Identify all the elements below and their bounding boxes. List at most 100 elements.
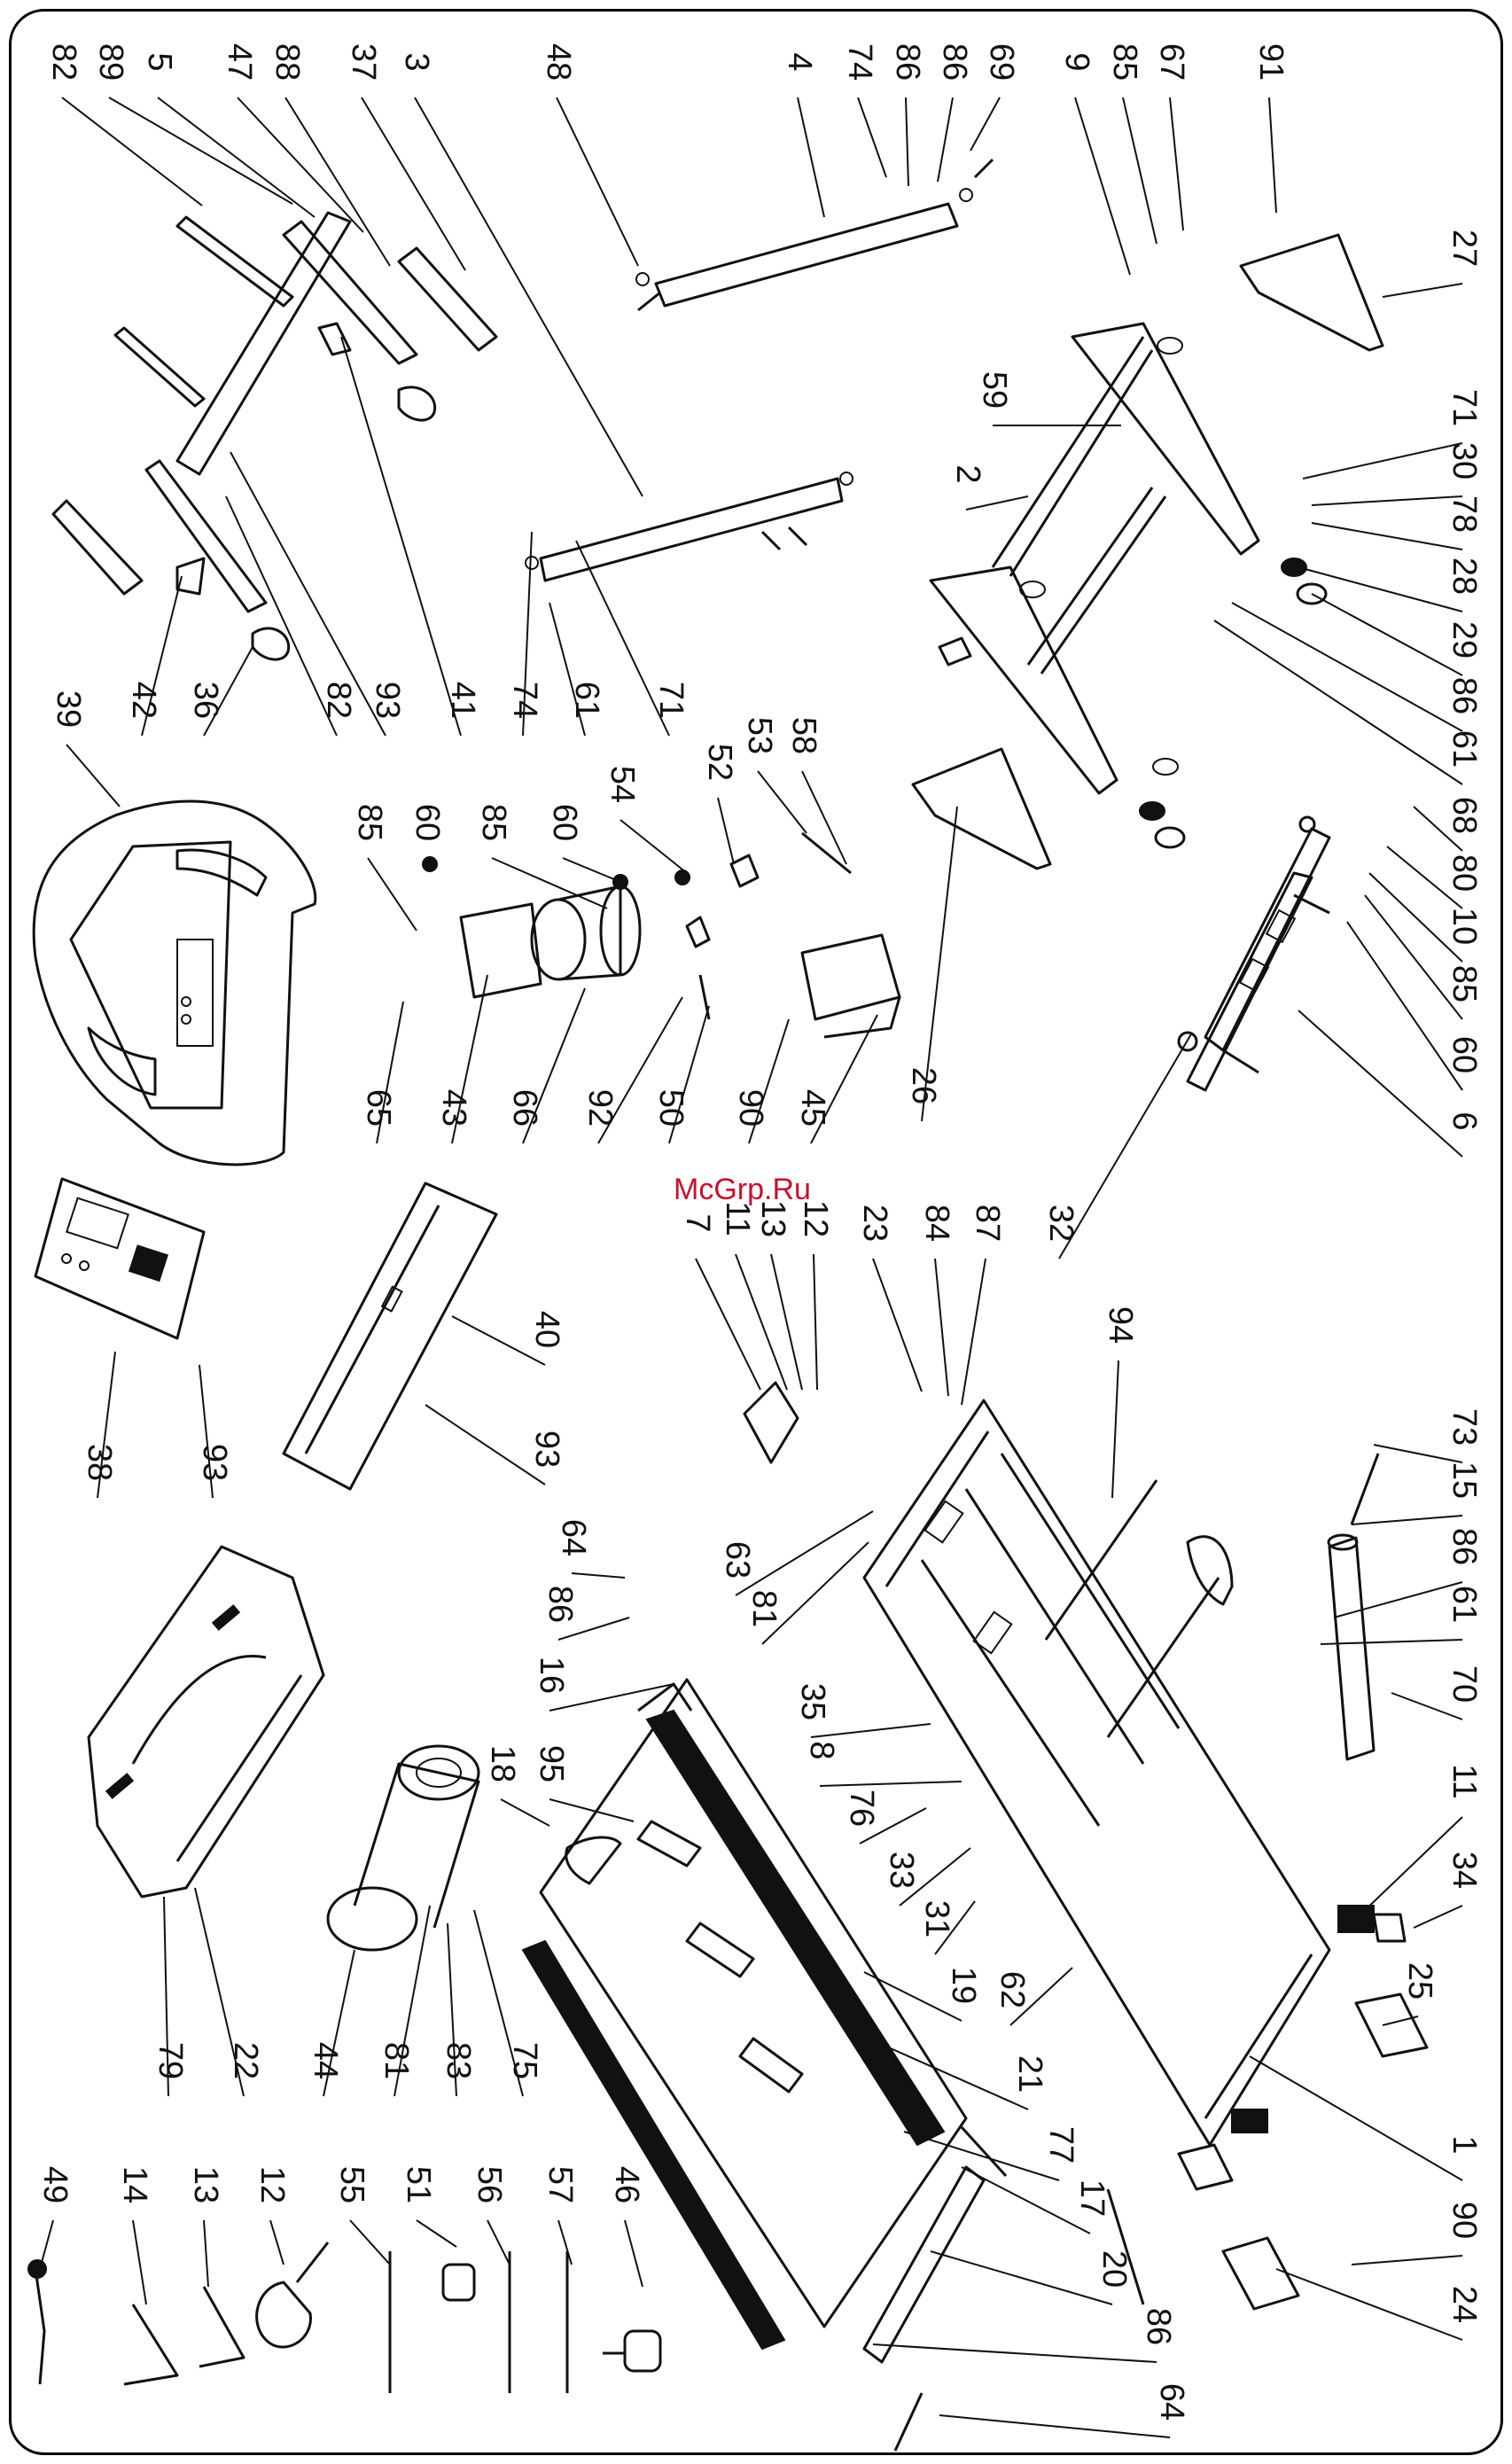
callout-41: 41: [340, 336, 481, 737]
callout-93: 93: [230, 451, 406, 737]
callout-42: 42: [125, 575, 183, 737]
leader-line: [66, 744, 121, 807]
callout-3: 3: [398, 52, 643, 497]
part-number: 76: [843, 1790, 880, 1827]
leader-line: [39, 2219, 54, 2270]
leader-line: [1298, 566, 1463, 612]
part-number: 95: [533, 1745, 570, 1782]
part-number: 74: [506, 682, 543, 719]
callout-92: 92: [581, 996, 683, 1144]
callout-84: 84: [918, 1205, 955, 1397]
leader-line: [108, 97, 293, 205]
leader-line: [1311, 593, 1463, 676]
part-number: 19: [945, 1967, 982, 2004]
leader-line: [491, 857, 608, 909]
part-number: 82: [45, 43, 82, 81]
part-number: 86: [542, 1586, 579, 1623]
leader-line: [905, 97, 909, 187]
callout-33: 33: [883, 1847, 971, 1906]
callout-18: 18: [484, 1745, 550, 1827]
callout-53: 53: [741, 717, 807, 834]
part-number: 52: [701, 744, 738, 781]
part-number: 16: [533, 1657, 570, 1694]
part-number: 7: [679, 1213, 716, 1232]
part-number: 65: [360, 1089, 397, 1127]
leader-line: [748, 1018, 790, 1144]
callout-6: 6: [1298, 1010, 1483, 1158]
leader-line: [556, 97, 639, 267]
callout-43: 43: [435, 974, 488, 1144]
part-number: 17: [1073, 2179, 1111, 2217]
roller-44: [326, 1744, 480, 1952]
frame-6: [1177, 815, 1331, 1092]
leader-line: [965, 495, 1029, 511]
leader-line: [761, 1541, 869, 1645]
callout-61: 61: [549, 602, 605, 737]
callout-64: 64: [555, 1519, 626, 1579]
leader-line: [939, 2414, 1171, 2438]
part-number: 86: [1140, 2308, 1177, 2345]
callout-30: 30: [1311, 442, 1483, 506]
callout-24: 24: [1275, 2268, 1483, 2341]
leader-line: [934, 1258, 949, 1397]
part-number: 2: [949, 464, 986, 483]
part-number: 83: [440, 2042, 477, 2079]
part-number: 85: [475, 804, 512, 841]
callout-86: 86: [936, 43, 973, 183]
leader-line: [575, 540, 670, 737]
leader-line: [930, 2250, 1113, 2305]
leader-line: [868, 2038, 1029, 2110]
part-number: 61: [568, 682, 605, 719]
callout-66: 66: [506, 987, 586, 1144]
callout-21: 21: [868, 2038, 1048, 2110]
callout-49: 49: [36, 2166, 74, 2270]
leader-line: [810, 1723, 931, 1738]
callout-29: 29: [1311, 593, 1483, 676]
leader-line: [340, 336, 462, 737]
leader-line: [414, 97, 643, 497]
leader-line: [597, 996, 683, 1144]
part-number: 77: [1042, 2126, 1079, 2164]
part-number: 37: [345, 43, 382, 81]
callout-86: 86: [872, 2308, 1177, 2363]
callout-77: 77: [903, 2126, 1079, 2181]
part-number: 64: [1153, 2383, 1190, 2421]
callout-88: 88: [269, 43, 391, 267]
part-number: 29: [1446, 621, 1483, 659]
part-number: 70: [1446, 1665, 1483, 1703]
leader-line: [425, 1404, 546, 1485]
cross-tube-4: [635, 158, 994, 312]
part-number: 89: [92, 43, 129, 81]
part-number: 1: [1446, 2135, 1483, 2154]
leader-line: [522, 987, 586, 1144]
part-number: 9: [1058, 52, 1095, 71]
leader-line: [1373, 1444, 1463, 1463]
leader-line: [549, 602, 586, 737]
leader-line: [899, 1847, 971, 1906]
callout-68: 68: [1413, 797, 1483, 852]
callout-86: 86: [1333, 1528, 1483, 1618]
callout-74: 74: [841, 43, 887, 178]
part-number: 14: [116, 2166, 153, 2203]
part-number: 39: [50, 690, 87, 728]
callout-57: 57: [542, 2166, 579, 2265]
leader-line: [1351, 2255, 1463, 2265]
callout-55: 55: [333, 2166, 391, 2265]
leader-line: [797, 97, 825, 218]
leader-line: [562, 857, 621, 883]
leader-line: [770, 1253, 803, 1391]
callout-85: 85: [1364, 894, 1483, 1020]
part-number: 8: [803, 1741, 840, 1759]
part-number: 88: [269, 43, 306, 81]
callout-85: 85: [351, 804, 417, 932]
part-number: 61: [1446, 730, 1483, 768]
part-number: 51: [400, 2166, 437, 2203]
leader-line: [903, 2131, 1060, 2181]
callout-32: 32: [1042, 1032, 1193, 1259]
leader-line: [349, 2219, 391, 2265]
callout-48: 48: [540, 43, 639, 267]
leader-line: [1249, 2055, 1463, 2181]
leader-line: [668, 1005, 710, 1144]
leader-line: [1364, 894, 1463, 1020]
callout-62: 62: [994, 1967, 1073, 2026]
